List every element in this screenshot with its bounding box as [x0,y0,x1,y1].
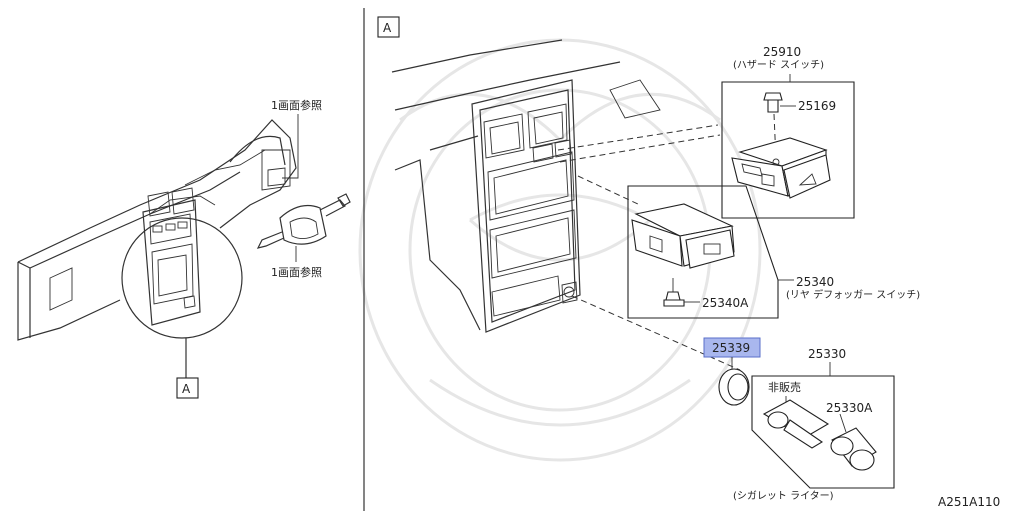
ref-label-lower: 1画面参照 [271,265,322,279]
defogger-switch-group [627,185,794,319]
bulb-part-number: 25169 [798,99,836,113]
view-ref-box-left: A [176,377,199,399]
diagram-code: A251A110 [938,495,1000,509]
hazard-part-name: (ハザード スイッチ) [733,59,824,71]
defogger-sub-part-number: 25340A [702,296,749,310]
highlight-part-number[interactable]: 25339 [712,341,750,355]
view-ref-label-left: A [182,382,191,396]
not-sold-label: 非販売 [768,381,801,394]
defogger-part-number: 25340 [796,275,834,289]
lighter-sub-part-number: 25330A [826,401,873,415]
center-cluster-panel [391,39,661,333]
view-ref-label-right: A [383,21,392,35]
lighter-group [751,362,895,489]
ref-label-upper: 1画面参照 [271,98,322,112]
hazard-switch-group [721,74,855,219]
hazard-part-number: 25910 [763,45,801,59]
dashboard-overview [17,114,351,378]
lighter-part-number: 25330 [808,347,846,361]
lighter-ring [718,368,750,406]
highlighted-part-tag[interactable]: 25339 [703,337,761,358]
defogger-part-name: (リヤ デフォッガー スイッチ) [786,288,920,301]
view-ref-box-right: A [377,16,400,38]
lighter-part-name: (シガレット ライター) [733,490,834,502]
